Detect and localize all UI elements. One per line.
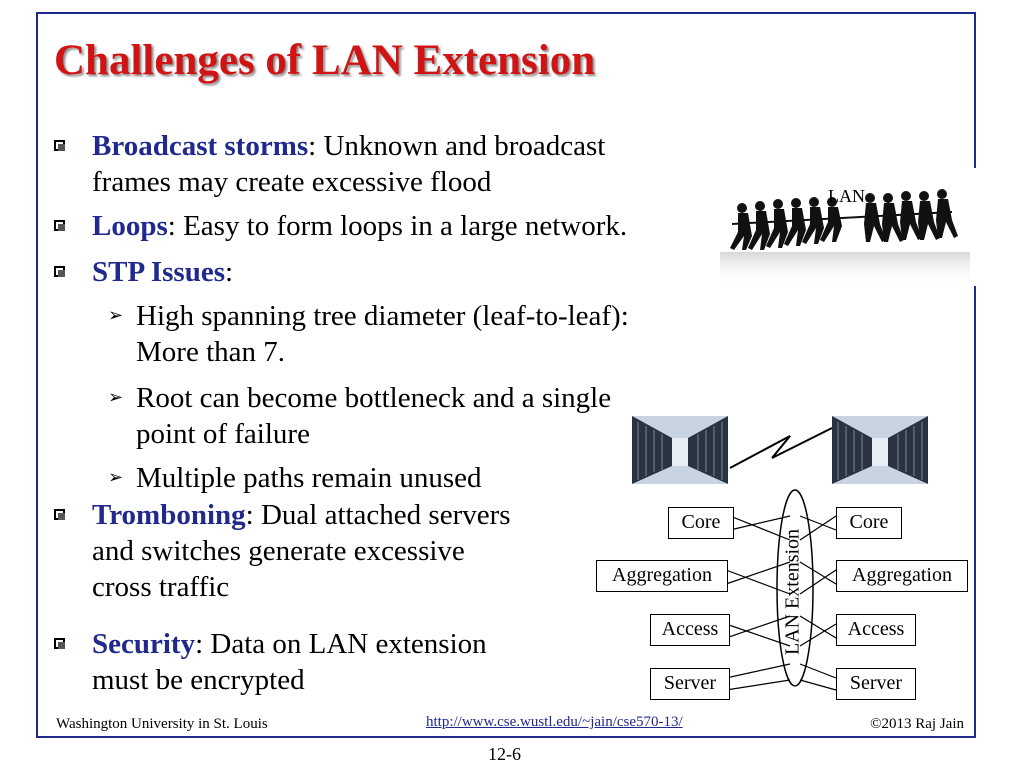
sub-bullet-text: Multiple paths remain unused bbox=[136, 462, 482, 494]
footer-institution: Washington University in St. Louis bbox=[56, 716, 268, 732]
tug-of-war-image bbox=[720, 168, 1024, 286]
lan-extension-label: LAN Extension bbox=[781, 528, 804, 656]
bullet-text: : Easy to form loops in a large network. bbox=[167, 210, 628, 242]
arrow-bullet-icon: ➢ bbox=[108, 467, 124, 488]
page-number: 12-6 bbox=[488, 744, 521, 764]
bullet-loops: Loops: Easy to form loops in a large net… bbox=[54, 208, 628, 244]
bullet-text: : bbox=[224, 256, 234, 288]
node-access-right: Access bbox=[836, 614, 916, 646]
sub-bullet-text-line2: More than 7. bbox=[136, 336, 285, 368]
bullet-keyword: Loops bbox=[92, 210, 168, 242]
node-server-left: Server bbox=[650, 668, 730, 700]
sub-bullet-text-line2: point of failure bbox=[136, 418, 310, 450]
bullet-text-line2: and switches generate excessive bbox=[92, 535, 465, 567]
node-core-left: Core bbox=[668, 507, 734, 539]
slide-frame bbox=[36, 12, 976, 738]
node-core-right: Core bbox=[836, 507, 902, 539]
bullet-keyword: Tromboning bbox=[92, 499, 246, 531]
data-center-image-right bbox=[832, 416, 928, 484]
checkbox-bullet-icon bbox=[54, 266, 65, 277]
footer-copyright: ©2013 Raj Jain bbox=[870, 716, 964, 732]
sub-bullet-text: Root can become bottleneck and a single bbox=[136, 382, 612, 414]
node-aggregation-left: Aggregation bbox=[596, 560, 728, 592]
bullet-text: : Dual attached servers bbox=[245, 499, 511, 531]
bullet-text-line3: cross traffic bbox=[92, 571, 230, 603]
node-server-right: Server bbox=[836, 668, 916, 700]
bullet-text: : Data on LAN extension bbox=[195, 628, 487, 660]
arrow-bullet-icon: ➢ bbox=[108, 305, 124, 326]
bullet-keyword: Broadcast storms bbox=[92, 130, 309, 162]
slide-title: Challenges of LAN Extension bbox=[54, 37, 596, 84]
checkbox-bullet-icon bbox=[54, 509, 65, 520]
bullet-text: : Unknown and broadcast bbox=[308, 130, 606, 162]
bullet-security: Security: Data on LAN extension must be … bbox=[54, 626, 487, 698]
checkbox-bullet-icon bbox=[54, 638, 65, 649]
lan-label: LAN bbox=[828, 186, 865, 206]
bullet-tromboning: Tromboning: Dual attached servers and sw… bbox=[54, 497, 511, 605]
bullet-text-line2: must be encrypted bbox=[92, 664, 305, 696]
node-access-left: Access bbox=[650, 614, 730, 646]
checkbox-bullet-icon bbox=[54, 140, 65, 151]
data-center-image-left bbox=[632, 416, 728, 484]
sub-bullet-text: High spanning tree diameter (leaf-to-lea… bbox=[136, 300, 629, 332]
node-aggregation-right: Aggregation bbox=[836, 560, 968, 592]
checkbox-bullet-icon bbox=[54, 220, 65, 231]
bullet-keyword: Security bbox=[92, 628, 196, 660]
bullet-broadcast-storms: Broadcast storms: Unknown and broadcast … bbox=[54, 128, 606, 200]
bullet-keyword: STP Issues bbox=[92, 256, 225, 288]
sub-bullet-paths: ➢ Multiple paths remain unused bbox=[108, 460, 482, 496]
sub-bullet-diameter: ➢ High spanning tree diameter (leaf-to-l… bbox=[108, 298, 629, 370]
arrow-bullet-icon: ➢ bbox=[108, 387, 124, 408]
bullet-stp-issues: STP Issues: bbox=[54, 254, 234, 290]
sub-bullet-root: ➢ Root can become bottleneck and a singl… bbox=[108, 380, 612, 452]
footer-url-link[interactable]: http://www.cse.wustl.edu/~jain/cse570-13… bbox=[426, 714, 683, 730]
bullet-text-line2: frames may create excessive flood bbox=[92, 166, 492, 198]
